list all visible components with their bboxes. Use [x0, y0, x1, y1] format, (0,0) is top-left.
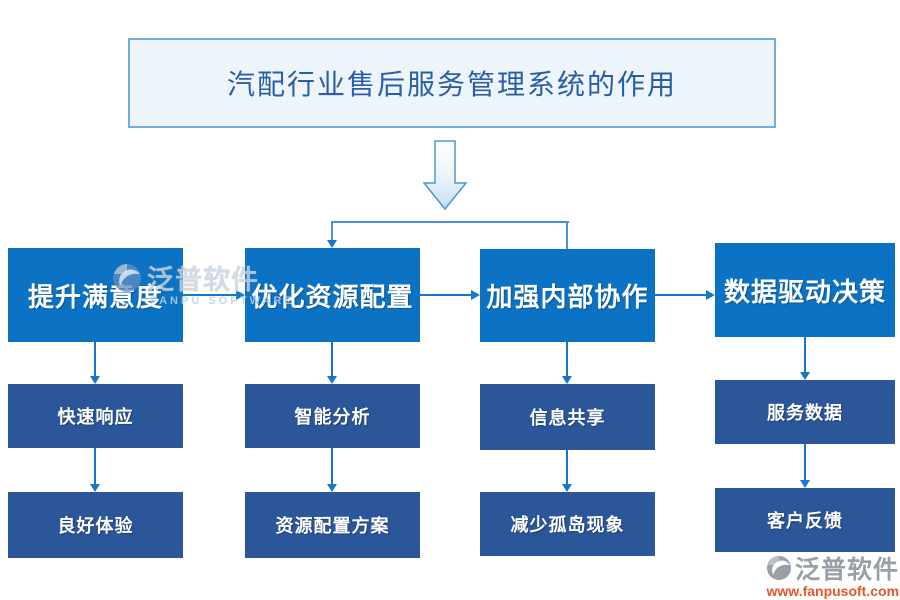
watermark-brand-text: 泛普软件	[795, 557, 900, 584]
arrow-col4-sub1-sub2	[804, 444, 806, 480]
node-label: 数据驱动决策	[723, 277, 886, 307]
arrowhead-col2-sub2	[327, 484, 337, 492]
arrow-col2-main-sub1	[331, 342, 333, 376]
down-arrow-icon	[422, 140, 468, 211]
node-label: 加强内部协作	[486, 283, 649, 312]
arrowhead-main-2-3	[471, 290, 480, 300]
fanpu-logo-icon	[767, 556, 791, 580]
diagram-title: 汽配行业售后服务管理系统的作用	[226, 70, 677, 101]
arrow-col1-main-sub1	[94, 342, 96, 376]
arrow-col4-main-sub1	[804, 337, 806, 372]
node-label: 提升满意度	[27, 282, 163, 312]
arrowhead-col4-sub2	[800, 480, 810, 488]
arrowhead-into-col2	[327, 240, 337, 248]
arrow-main-1-2	[183, 294, 236, 296]
watermark-corner: 泛普软件 www.fanpusoft.com	[766, 550, 899, 599]
node-sub-smart-analysis: 智能分析	[245, 384, 420, 448]
node-sub-reduce-silos: 减少孤岛现象	[480, 492, 655, 556]
node-main-satisfaction: 提升满意度	[8, 248, 183, 342]
diagram-title-box: 汽配行业售后服务管理系统的作用	[128, 38, 776, 128]
node-sub-info-sharing: 信息共享	[480, 384, 655, 450]
connector-drop-left	[331, 221, 333, 240]
node-main-resource: 优化资源配置	[245, 248, 420, 342]
node-sub-fast-response: 快速响应	[8, 384, 183, 448]
node-main-data-driven: 数据驱动决策	[715, 243, 895, 337]
node-label: 资源配置方案	[275, 516, 390, 536]
arrowhead-main-1-2	[236, 290, 245, 300]
arrow-main-2-3	[420, 294, 471, 296]
arrow-col2-sub1-sub2	[331, 448, 333, 484]
arrowhead-main-3-4	[706, 290, 715, 300]
node-label: 客户反馈	[767, 511, 843, 531]
node-label: 信息共享	[529, 408, 606, 428]
node-label: 智能分析	[294, 407, 371, 427]
node-label: 良好体验	[57, 516, 134, 536]
arrowhead-col4-sub1	[800, 372, 810, 380]
arrowhead-col1-sub1	[90, 376, 100, 384]
node-sub-resource-plan: 资源配置方案	[245, 492, 420, 558]
arrow-col1-sub1-sub2	[94, 448, 96, 484]
connector-top-line	[332, 221, 569, 223]
node-sub-service-data: 服务数据	[715, 380, 895, 444]
arrowhead-col2-sub1	[327, 376, 337, 384]
node-label: 快速响应	[57, 407, 134, 427]
node-label: 优化资源配置	[251, 282, 414, 312]
node-sub-good-experience: 良好体验	[8, 492, 183, 558]
arrowhead-col3-sub1	[562, 376, 572, 384]
arrowhead-col1-sub2	[90, 484, 100, 492]
node-main-collaboration: 加强内部协作	[480, 249, 655, 342]
node-sub-customer-feedback: 客户反馈	[715, 488, 895, 552]
connector-drop-right	[566, 221, 568, 249]
arrow-col3-sub1-sub2	[566, 450, 568, 484]
arrowhead-col3-sub2	[562, 484, 572, 492]
arrow-col3-main-sub1	[566, 342, 568, 376]
arrow-main-3-4	[655, 294, 706, 296]
watermark-url: www.fanpusoft.com	[766, 583, 900, 599]
node-label: 减少孤岛现象	[510, 515, 625, 535]
node-label: 服务数据	[767, 403, 843, 423]
